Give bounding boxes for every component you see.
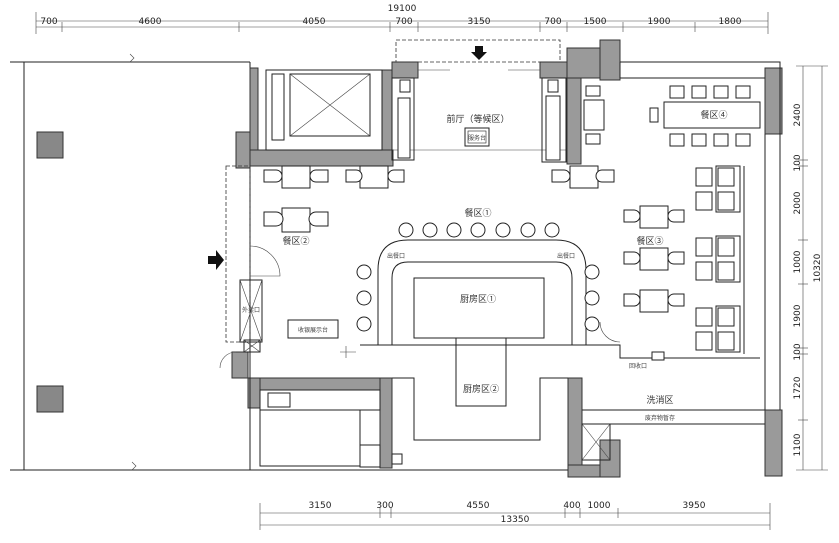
washing-label: 洗消区 [646, 394, 673, 406]
top-dim-3: 4050 [303, 17, 326, 27]
service-desk-label: 服务台 [468, 134, 486, 142]
table-set [551, 165, 615, 189]
lobby-fixtures: 服务台 [391, 46, 567, 163]
bottom-dim-5: 1000 [588, 501, 611, 511]
kitchen-1-label: 厨房区① [460, 293, 496, 305]
return-window-label: 回收口 [629, 362, 647, 370]
return-window-box [651, 351, 665, 361]
table-set [649, 85, 761, 147]
table-set [623, 247, 685, 271]
bottom-total-dim: 13350 [501, 515, 530, 525]
dining-1-label: 餐区① [464, 207, 491, 219]
lobby-label: 前厅（等候区） [446, 113, 509, 125]
cashier-counter [287, 319, 339, 339]
table-set [345, 165, 405, 189]
top-dim-4: 700 [395, 17, 412, 27]
top-dim-2: 4600 [139, 17, 162, 27]
bottom-dim-2: 300 [376, 501, 393, 511]
bar-stools [356, 222, 600, 332]
top-dim-9: 1800 [719, 17, 742, 27]
bottom-dim-6: 3950 [683, 501, 706, 511]
right-dim-8: 1100 [793, 433, 803, 456]
dining-2-label: 餐区② [282, 235, 309, 247]
column [36, 131, 64, 159]
interior-lines [225, 39, 781, 471]
top-dim-1: 700 [40, 17, 57, 27]
table-set [623, 289, 685, 313]
top-dim-8: 1900 [648, 17, 671, 27]
cashier-label: 收银展示台 [298, 326, 328, 334]
table-set [623, 205, 685, 229]
right-dim-5: 1900 [793, 304, 803, 327]
entrance-arrow-icon [471, 46, 487, 60]
top-dimension-chain: 19100 700 4600 4050 700 3150 700 1500 19… [35, 4, 769, 34]
bottom-dimension-chain: 3150 300 4550 400 1000 3950 13350 [259, 501, 771, 530]
right-dim-3: 2000 [793, 191, 803, 214]
doors [208, 245, 621, 369]
left-exterior-block [10, 53, 251, 471]
elevator-shaft [265, 69, 383, 151]
bottom-dim-4: 400 [563, 501, 580, 511]
dish-window-left-label: 出餐口 [387, 252, 405, 260]
table-set [583, 85, 605, 145]
side-entrance-arrow-icon [208, 250, 224, 270]
table-set [263, 165, 329, 189]
right-dim-6: 100 [793, 343, 803, 360]
right-dim-2: 100 [793, 154, 803, 171]
dining-furniture [263, 85, 761, 354]
wash-note-label: 废弃物暂存 [645, 414, 675, 422]
walls [231, 39, 783, 478]
right-dim-1: 2400 [793, 103, 803, 126]
right-total-dim: 10320 [813, 253, 823, 282]
outside-exit-label: 外卖口 [242, 306, 260, 314]
top-total-dim: 19100 [388, 4, 417, 14]
dining-3-label: 餐区③ [636, 235, 663, 247]
top-dim-7: 1500 [584, 17, 607, 27]
top-dim-5: 3150 [468, 17, 491, 27]
kitchen-2-label: 厨房区② [463, 383, 499, 395]
right-dim-4: 1000 [793, 250, 803, 273]
right-dim-7: 1720 [793, 376, 803, 399]
top-dim-6: 700 [544, 17, 561, 27]
column [36, 385, 64, 413]
dining-4-label: 餐区④ [700, 109, 727, 121]
bottom-dim-3: 4550 [467, 501, 490, 511]
right-dimension-chain: 2400 100 2000 1000 1900 100 1720 1100 10… [793, 65, 828, 471]
table-set [263, 207, 329, 233]
bottom-dim-1: 3150 [309, 501, 332, 511]
dish-window-right-label: 出餐口 [557, 252, 575, 260]
